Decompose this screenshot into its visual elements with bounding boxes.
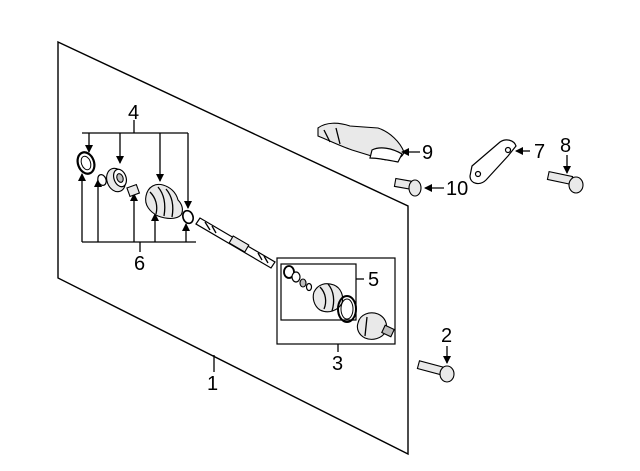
callout-1-label: 1 xyxy=(207,373,218,395)
callout-6-bracket xyxy=(78,173,196,252)
bolt-8-part xyxy=(546,170,584,194)
callout-5-box xyxy=(280,263,357,321)
callout-3-label: 3 xyxy=(332,353,343,375)
callout-10-label: 10 xyxy=(446,178,468,200)
bolt-10-part xyxy=(393,177,422,197)
callout-8-label: 8 xyxy=(560,135,571,157)
callout-4-label: 4 xyxy=(128,102,139,124)
callout-6-label: 6 xyxy=(134,253,145,275)
axle-shaft xyxy=(195,217,276,269)
mounting-bracket-part xyxy=(469,139,517,185)
callout-2-label: 2 xyxy=(441,325,452,347)
callout-5-label: 5 xyxy=(368,269,379,291)
callout-9-label: 9 xyxy=(422,142,433,164)
bolt-2-part xyxy=(416,360,455,383)
outer-cv-parts xyxy=(283,265,395,340)
heat-shield-part xyxy=(317,122,405,163)
inner-cv-parts xyxy=(76,151,194,225)
assembly-panel xyxy=(57,40,409,456)
callout-7-label: 7 xyxy=(534,141,545,163)
callout-4-bracket xyxy=(82,120,192,209)
callout-3-box xyxy=(276,257,396,345)
